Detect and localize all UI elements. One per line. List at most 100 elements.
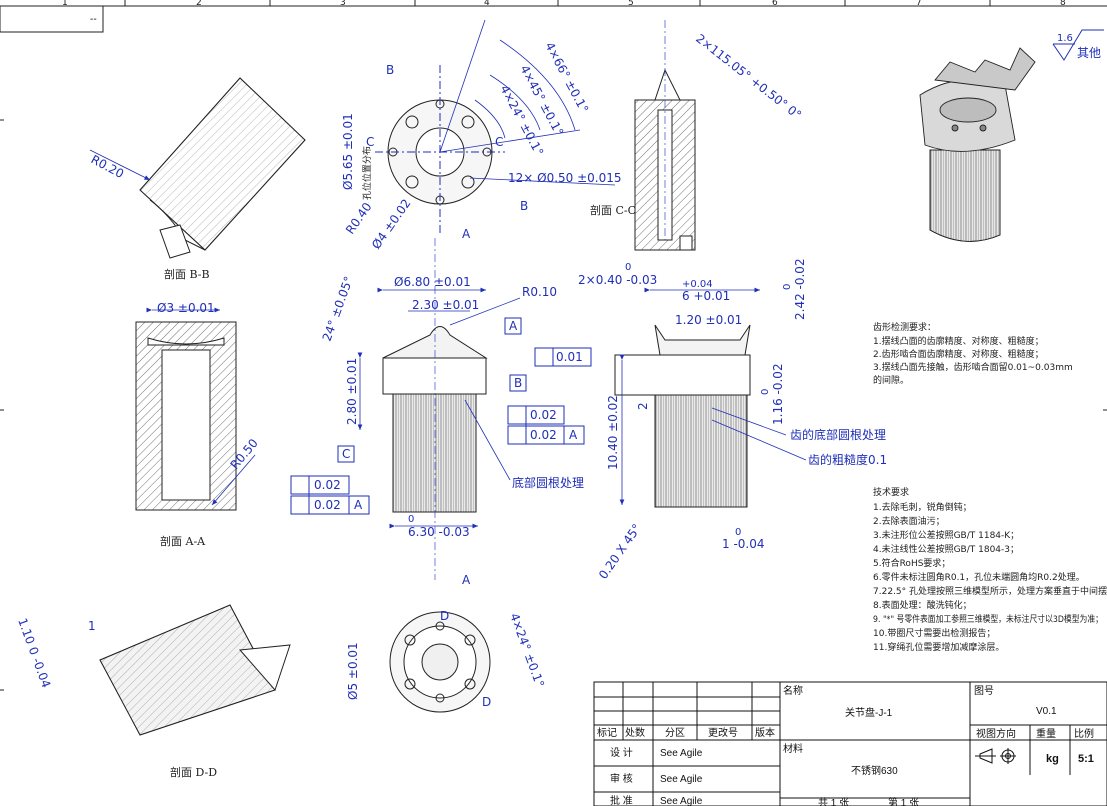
- design-label: 设 计: [610, 746, 633, 759]
- review-value: See Agile: [660, 774, 703, 785]
- surface-finish-value: 1.6: [1057, 33, 1073, 44]
- fcf-left: [290, 475, 370, 515]
- approve-label: 批 准: [610, 794, 633, 806]
- dim-d3: Ø3 ±0.01: [157, 301, 215, 315]
- sheet-number: 第 1 张: [888, 796, 919, 806]
- design-value: See Agile: [660, 748, 703, 759]
- dim-w630-upper: 0: [408, 514, 414, 525]
- name-label: 名称: [783, 684, 803, 697]
- material-value: 不锈钢630: [851, 764, 898, 777]
- section-label-cc: 剖面 C-C: [590, 203, 636, 217]
- zone-numbers: 1 2 3 4 5 6 7 8: [62, 0, 1066, 8]
- tech-req-line: 8.表面处理：酸洗钝化；: [873, 599, 972, 611]
- dim-ang24c: 4×24° ±0.1°: [507, 611, 547, 689]
- front-view: [382, 326, 488, 513]
- dim-w1: 1 -0.04: [722, 537, 765, 551]
- bottom-view: [389, 611, 491, 713]
- rev-header-count: 处数: [625, 726, 645, 739]
- zone-number: 2: [196, 0, 202, 8]
- part-name: 关节盘-J-1: [845, 706, 893, 719]
- zone-strip: [0, 0, 1107, 691]
- datum-c: C: [337, 445, 355, 463]
- zone-number: 8: [1060, 0, 1066, 8]
- dim-w040: 2×0.40 -0.03: [578, 273, 657, 287]
- pos-note: 孔位位置分布: [361, 146, 373, 200]
- dim-d680: Ø6.80 ±0.01: [394, 275, 471, 289]
- dim-1: 1: [88, 619, 96, 633]
- projection-symbol-icon: [975, 748, 1016, 764]
- dim-d5: Ø5 ±0.01: [346, 642, 360, 700]
- side-view: [614, 324, 751, 508]
- dim-w040-upper: 0: [625, 262, 631, 273]
- tech-req-title: 技术要求: [873, 486, 909, 498]
- tech-req-line: 1.去除毛刺，锐角倒钝；: [873, 501, 972, 513]
- dim-ang115: 2×115.05° +0.50° 0°: [693, 31, 804, 122]
- section-bb-view: [139, 77, 306, 259]
- tech-req-line: 11.穿绳孔位需要增加减摩涂层。: [873, 641, 1004, 653]
- weight-label: 重量: [1036, 727, 1056, 740]
- part-3d-view: [919, 47, 1036, 242]
- fcf-circularity-left: 0.02: [314, 478, 341, 492]
- fcf-right: [507, 405, 585, 445]
- cut-c-left: C: [366, 135, 374, 149]
- dim-holes12: 12× Ø0.50 ±0.015: [508, 171, 622, 185]
- dim-w6: 6 +0.01: [682, 289, 730, 303]
- datum-a-letter: A: [509, 319, 518, 333]
- tooth-req-line: 2.齿形啮合面齿廓精度、对称度、粗糙度；: [873, 348, 1044, 360]
- dim-h2: 2: [636, 402, 650, 410]
- cut-c-right: C: [495, 135, 503, 149]
- fcf-flatness-value: 0.01: [556, 350, 583, 364]
- rev-header-mark: 标记: [597, 727, 617, 739]
- tech-req-line: 5.符合RoHS要求；: [873, 557, 950, 569]
- zone-number: 5: [628, 0, 634, 8]
- dim-d565: Ø5.65 ±0.01: [341, 113, 355, 190]
- scale-label: 比例: [1074, 727, 1094, 740]
- tooth-root-note: 齿的底部圆根处理: [790, 427, 886, 442]
- datum-a: A: [504, 317, 522, 335]
- tech-req-line: 6.零件未标注圆角R0.1，孔位未端圆角均R0.2处理。: [873, 571, 1085, 583]
- dim-h116-upper: 0: [760, 389, 771, 395]
- zone-number: 6: [772, 0, 778, 8]
- dim-r010: R0.10: [522, 285, 557, 299]
- section-label-dd: 剖面 D-D: [170, 765, 217, 779]
- tech-req-line: 7.22.5° 孔处理按照三维模型所示，处理方案垂直于中间摆动面；: [873, 585, 1107, 597]
- cut-a-bottom: A: [462, 573, 471, 587]
- datum-b: B: [509, 374, 527, 392]
- dim-r020: R0.20: [89, 152, 127, 181]
- surface-finish-note: 其他: [1077, 46, 1101, 60]
- dim-w6-upper: +0.04: [682, 279, 713, 290]
- sheets-total: 共 1 张: [818, 797, 849, 806]
- tooth-req-line: 的间隙。: [873, 374, 909, 386]
- zone-number: 1: [62, 0, 68, 8]
- rev-header-zone: 分区: [665, 727, 685, 739]
- dim-110: 1.10 0 -0.04: [15, 616, 53, 689]
- dim-h280: 2.80 ±0.01: [345, 358, 359, 425]
- dim-r040: R0.40: [343, 200, 375, 237]
- section-dd-view: [99, 604, 291, 736]
- zone-number: 4: [484, 0, 490, 8]
- review-label: 审 核: [610, 772, 633, 785]
- approve-value: See Agile: [660, 796, 703, 806]
- dim-ang24a: 24° ±0.05°: [320, 274, 356, 343]
- corner-mark: --: [90, 14, 97, 25]
- cut-b-bottom: B: [520, 199, 528, 213]
- fcf-circularity-right: 0.02: [530, 408, 557, 422]
- surface-finish-symbol: [1052, 29, 1104, 61]
- tooth-req-title: 齿形检测要求：: [873, 321, 936, 333]
- cut-b-top: B: [386, 63, 394, 77]
- tooth-req-line: 3.摆线凸面先接触，齿形啮合面留0.01~0.03mm: [873, 361, 1073, 373]
- material-label: 材料: [783, 742, 803, 755]
- tech-req-line: 3.未注形位公差按照GB/T 1184-K；: [873, 529, 1019, 541]
- title-block: [593, 681, 1107, 806]
- section-aa-view: [135, 321, 237, 511]
- cut-a-top: A: [462, 227, 471, 241]
- dim-d4: Ø4 ±0.02: [369, 196, 414, 251]
- zone-number: 7: [916, 0, 922, 8]
- dim-w630: 6.30 -0.03: [408, 525, 470, 539]
- dim-h242: 2.42 -0.02: [793, 258, 807, 320]
- dim-h116: 1.16 -0.02: [771, 363, 785, 425]
- scale-value: 5:1: [1078, 753, 1094, 765]
- datum-c-letter: C: [342, 447, 350, 461]
- section-label-bb: 剖面 B-B: [164, 267, 210, 281]
- tech-req-line: 4.未注线性公差按照GB/T 1804-3；: [873, 543, 1019, 555]
